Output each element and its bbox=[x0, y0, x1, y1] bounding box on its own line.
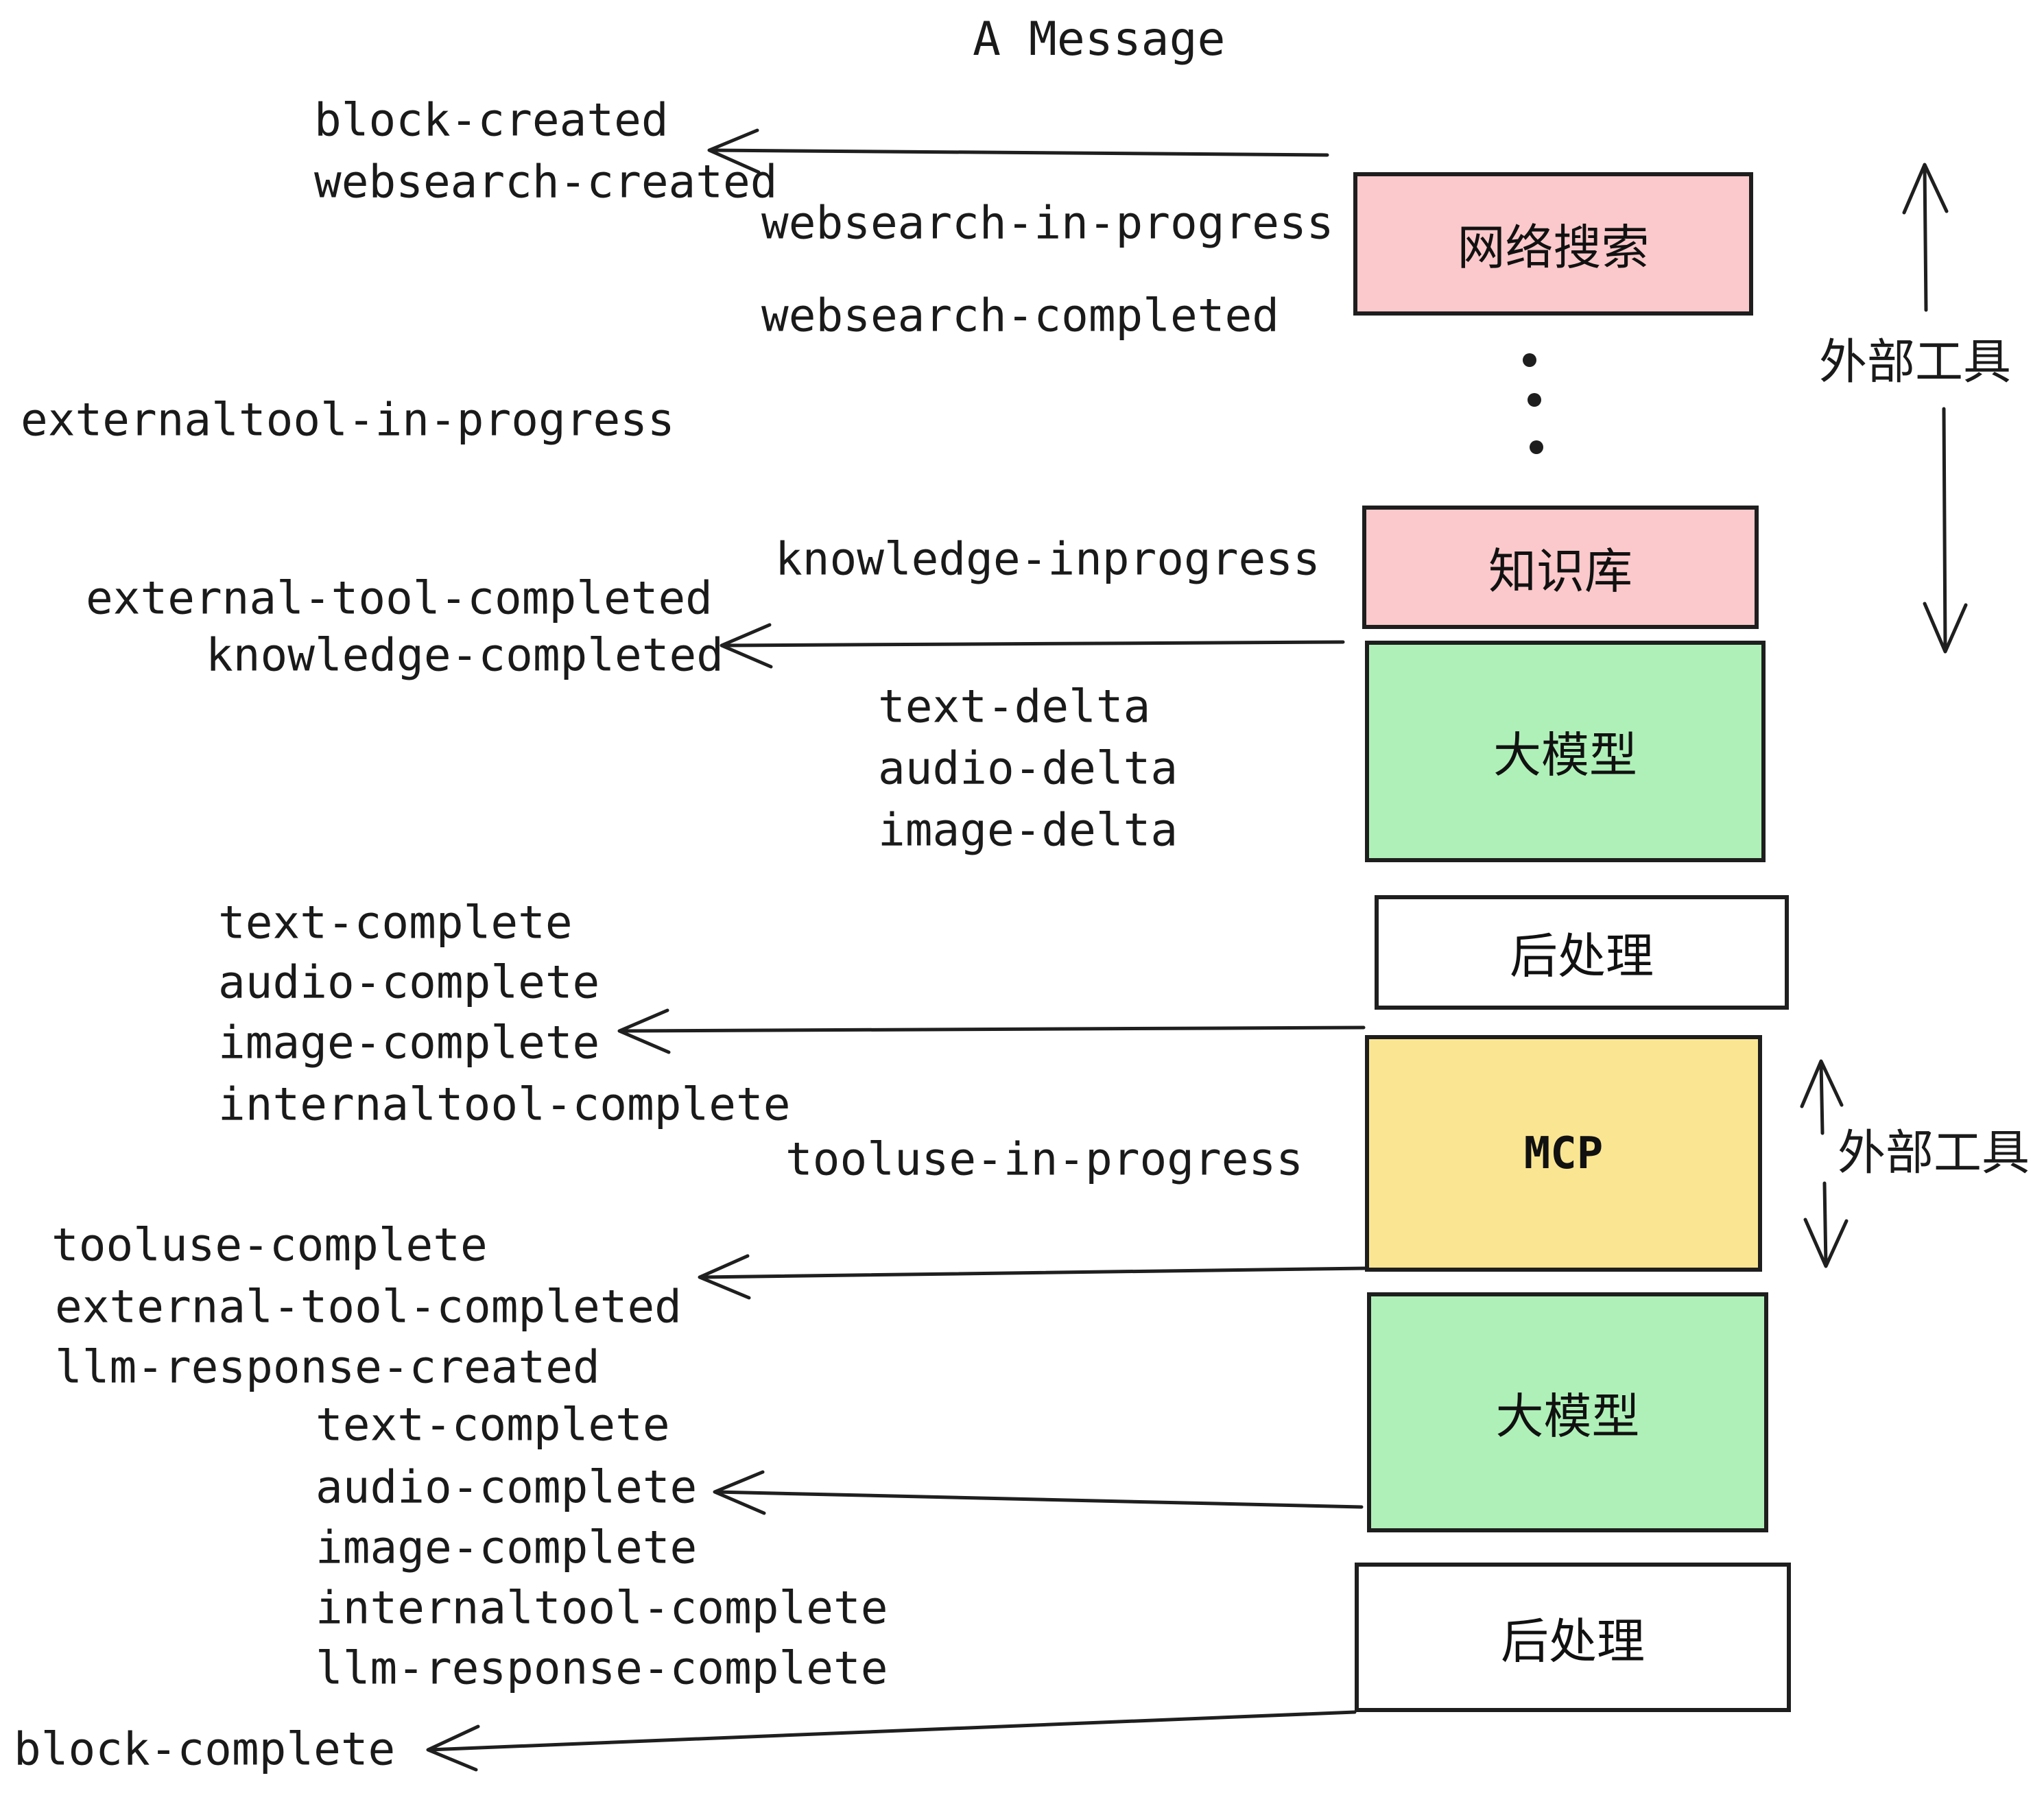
box-postprocess-1-label: 后处理 bbox=[1510, 929, 1654, 983]
box-llm-2-label: 大模型 bbox=[1495, 1389, 1640, 1443]
side-label-external-tools-2: 外部工具 bbox=[1838, 1126, 2030, 1180]
box-mcp-label: MCP bbox=[1523, 1128, 1604, 1179]
event-audio-complete-2: audio-complete bbox=[316, 1460, 698, 1514]
diagram-title: A Message bbox=[973, 12, 1226, 67]
event-external-tool-completed-2: external-tool-completed bbox=[55, 1280, 682, 1333]
box-postprocess-2-label: 后处理 bbox=[1501, 1614, 1645, 1668]
box-websearch-label: 网络搜索 bbox=[1457, 221, 1650, 274]
box-mcp: MCP bbox=[1365, 1035, 1762, 1272]
box-knowledge-label: 知识库 bbox=[1488, 544, 1632, 598]
event-externaltool-in-progress: externaltool-in-progress bbox=[21, 393, 675, 447]
event-block-complete: block-complete bbox=[14, 1722, 396, 1776]
arrow-left-to-tooluse-complete bbox=[698, 1254, 1368, 1300]
event-block-created: block-created bbox=[314, 93, 669, 147]
arrow-left-to-block-created bbox=[707, 128, 1329, 174]
event-audio-complete-1: audio-complete bbox=[218, 956, 600, 1009]
arrow-left-to-block-complete bbox=[426, 1710, 1357, 1772]
external-tool-down-arrow-1 bbox=[1923, 407, 1968, 654]
event-image-delta-1: image-delta bbox=[878, 803, 1178, 857]
event-text-delta-1: text-delta bbox=[878, 680, 1151, 733]
arrow-left-to-image-complete bbox=[617, 1008, 1366, 1054]
event-websearch-completed: websearch-completed bbox=[761, 289, 1279, 342]
arrow-left-to-knowledge-completed bbox=[720, 623, 1345, 669]
arrow-left-to-audio-complete bbox=[713, 1470, 1364, 1515]
event-llm-response-complete: llm-response-complete bbox=[316, 1641, 888, 1695]
box-knowledge: 知识库 bbox=[1362, 506, 1759, 629]
event-text-complete-1: text-complete bbox=[218, 896, 573, 949]
external-tool-down-arrow-2 bbox=[1803, 1181, 1849, 1268]
event-text-complete-2: text-complete bbox=[316, 1398, 670, 1451]
event-image-complete-2: image-complete bbox=[316, 1521, 698, 1574]
box-postprocess-2: 后处理 bbox=[1355, 1563, 1791, 1712]
box-llm-1: 大模型 bbox=[1365, 641, 1766, 862]
event-tooluse-complete: tooluse-complete bbox=[51, 1218, 488, 1272]
vertical-ellipsis-dots bbox=[1523, 353, 1543, 454]
event-websearch-in-progress: websearch-in-progress bbox=[761, 196, 1334, 250]
event-external-tool-completed-1: external-tool-completed bbox=[86, 571, 713, 625]
event-audio-delta-1: audio-delta bbox=[878, 741, 1178, 795]
event-internaltool-complete-1: internaltool-complete bbox=[218, 1078, 791, 1131]
event-internaltool-complete-2: internaltool-complete bbox=[316, 1581, 888, 1635]
side-label-external-tools-1: 外部工具 bbox=[1819, 335, 2011, 389]
event-tooluse-in-progress: tooluse-in-progress bbox=[785, 1132, 1303, 1186]
event-websearch-created: websearch-created bbox=[314, 155, 778, 209]
external-tool-up-arrow-2 bbox=[1800, 1059, 1844, 1135]
event-knowledge-inprogress: knowledge-inprogress bbox=[775, 532, 1320, 586]
event-llm-response-created: llm-response-created bbox=[55, 1340, 600, 1394]
box-llm-2: 大模型 bbox=[1367, 1292, 1768, 1532]
external-tool-up-arrow-1 bbox=[1902, 163, 1949, 312]
box-postprocess-1: 后处理 bbox=[1375, 895, 1789, 1010]
box-websearch: 网络搜索 bbox=[1353, 172, 1753, 316]
event-image-complete-1: image-complete bbox=[218, 1016, 600, 1069]
box-llm-1-label: 大模型 bbox=[1493, 728, 1637, 782]
event-knowledge-completed: knowledge-completed bbox=[206, 628, 724, 682]
